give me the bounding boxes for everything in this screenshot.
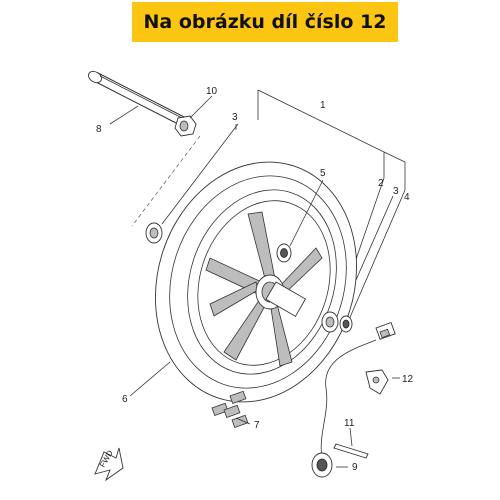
cable-tie-part <box>333 443 369 459</box>
callout-1: 1 <box>320 100 326 111</box>
callout-2: 2 <box>378 178 384 189</box>
callout-10: 10 <box>206 86 218 97</box>
callout-12: 12 <box>402 374 414 385</box>
sensor-ring-part <box>311 452 333 478</box>
group-bracket <box>257 89 406 323</box>
title-banner: Na obrázku díl číslo 12 <box>132 2 398 42</box>
callout-3-left: 3 <box>232 112 238 123</box>
leader-lines <box>109 95 400 468</box>
fwd-arrow: FWD <box>94 447 124 482</box>
callout-9: 9 <box>352 462 358 473</box>
callout-11: 11 <box>344 418 355 429</box>
callout-4: 4 <box>404 192 410 203</box>
callout-5: 5 <box>320 168 326 179</box>
stickers-part <box>211 390 249 429</box>
banner-title: Na obrázku díl číslo 12 <box>143 11 387 33</box>
bearing-five-part <box>276 243 292 263</box>
left-bearing-part <box>145 222 163 244</box>
nut-part <box>174 115 197 137</box>
callout-6: 6 <box>122 394 128 405</box>
wheel-hub <box>255 274 307 317</box>
callout-3-right: 3 <box>393 186 399 197</box>
sensor-assembly-part <box>320 321 396 459</box>
axle-path-line <box>131 135 201 227</box>
axle-part <box>87 70 189 127</box>
callout-7: 7 <box>254 420 260 431</box>
right-bearings-part <box>321 311 353 333</box>
callout-8: 8 <box>96 124 102 135</box>
